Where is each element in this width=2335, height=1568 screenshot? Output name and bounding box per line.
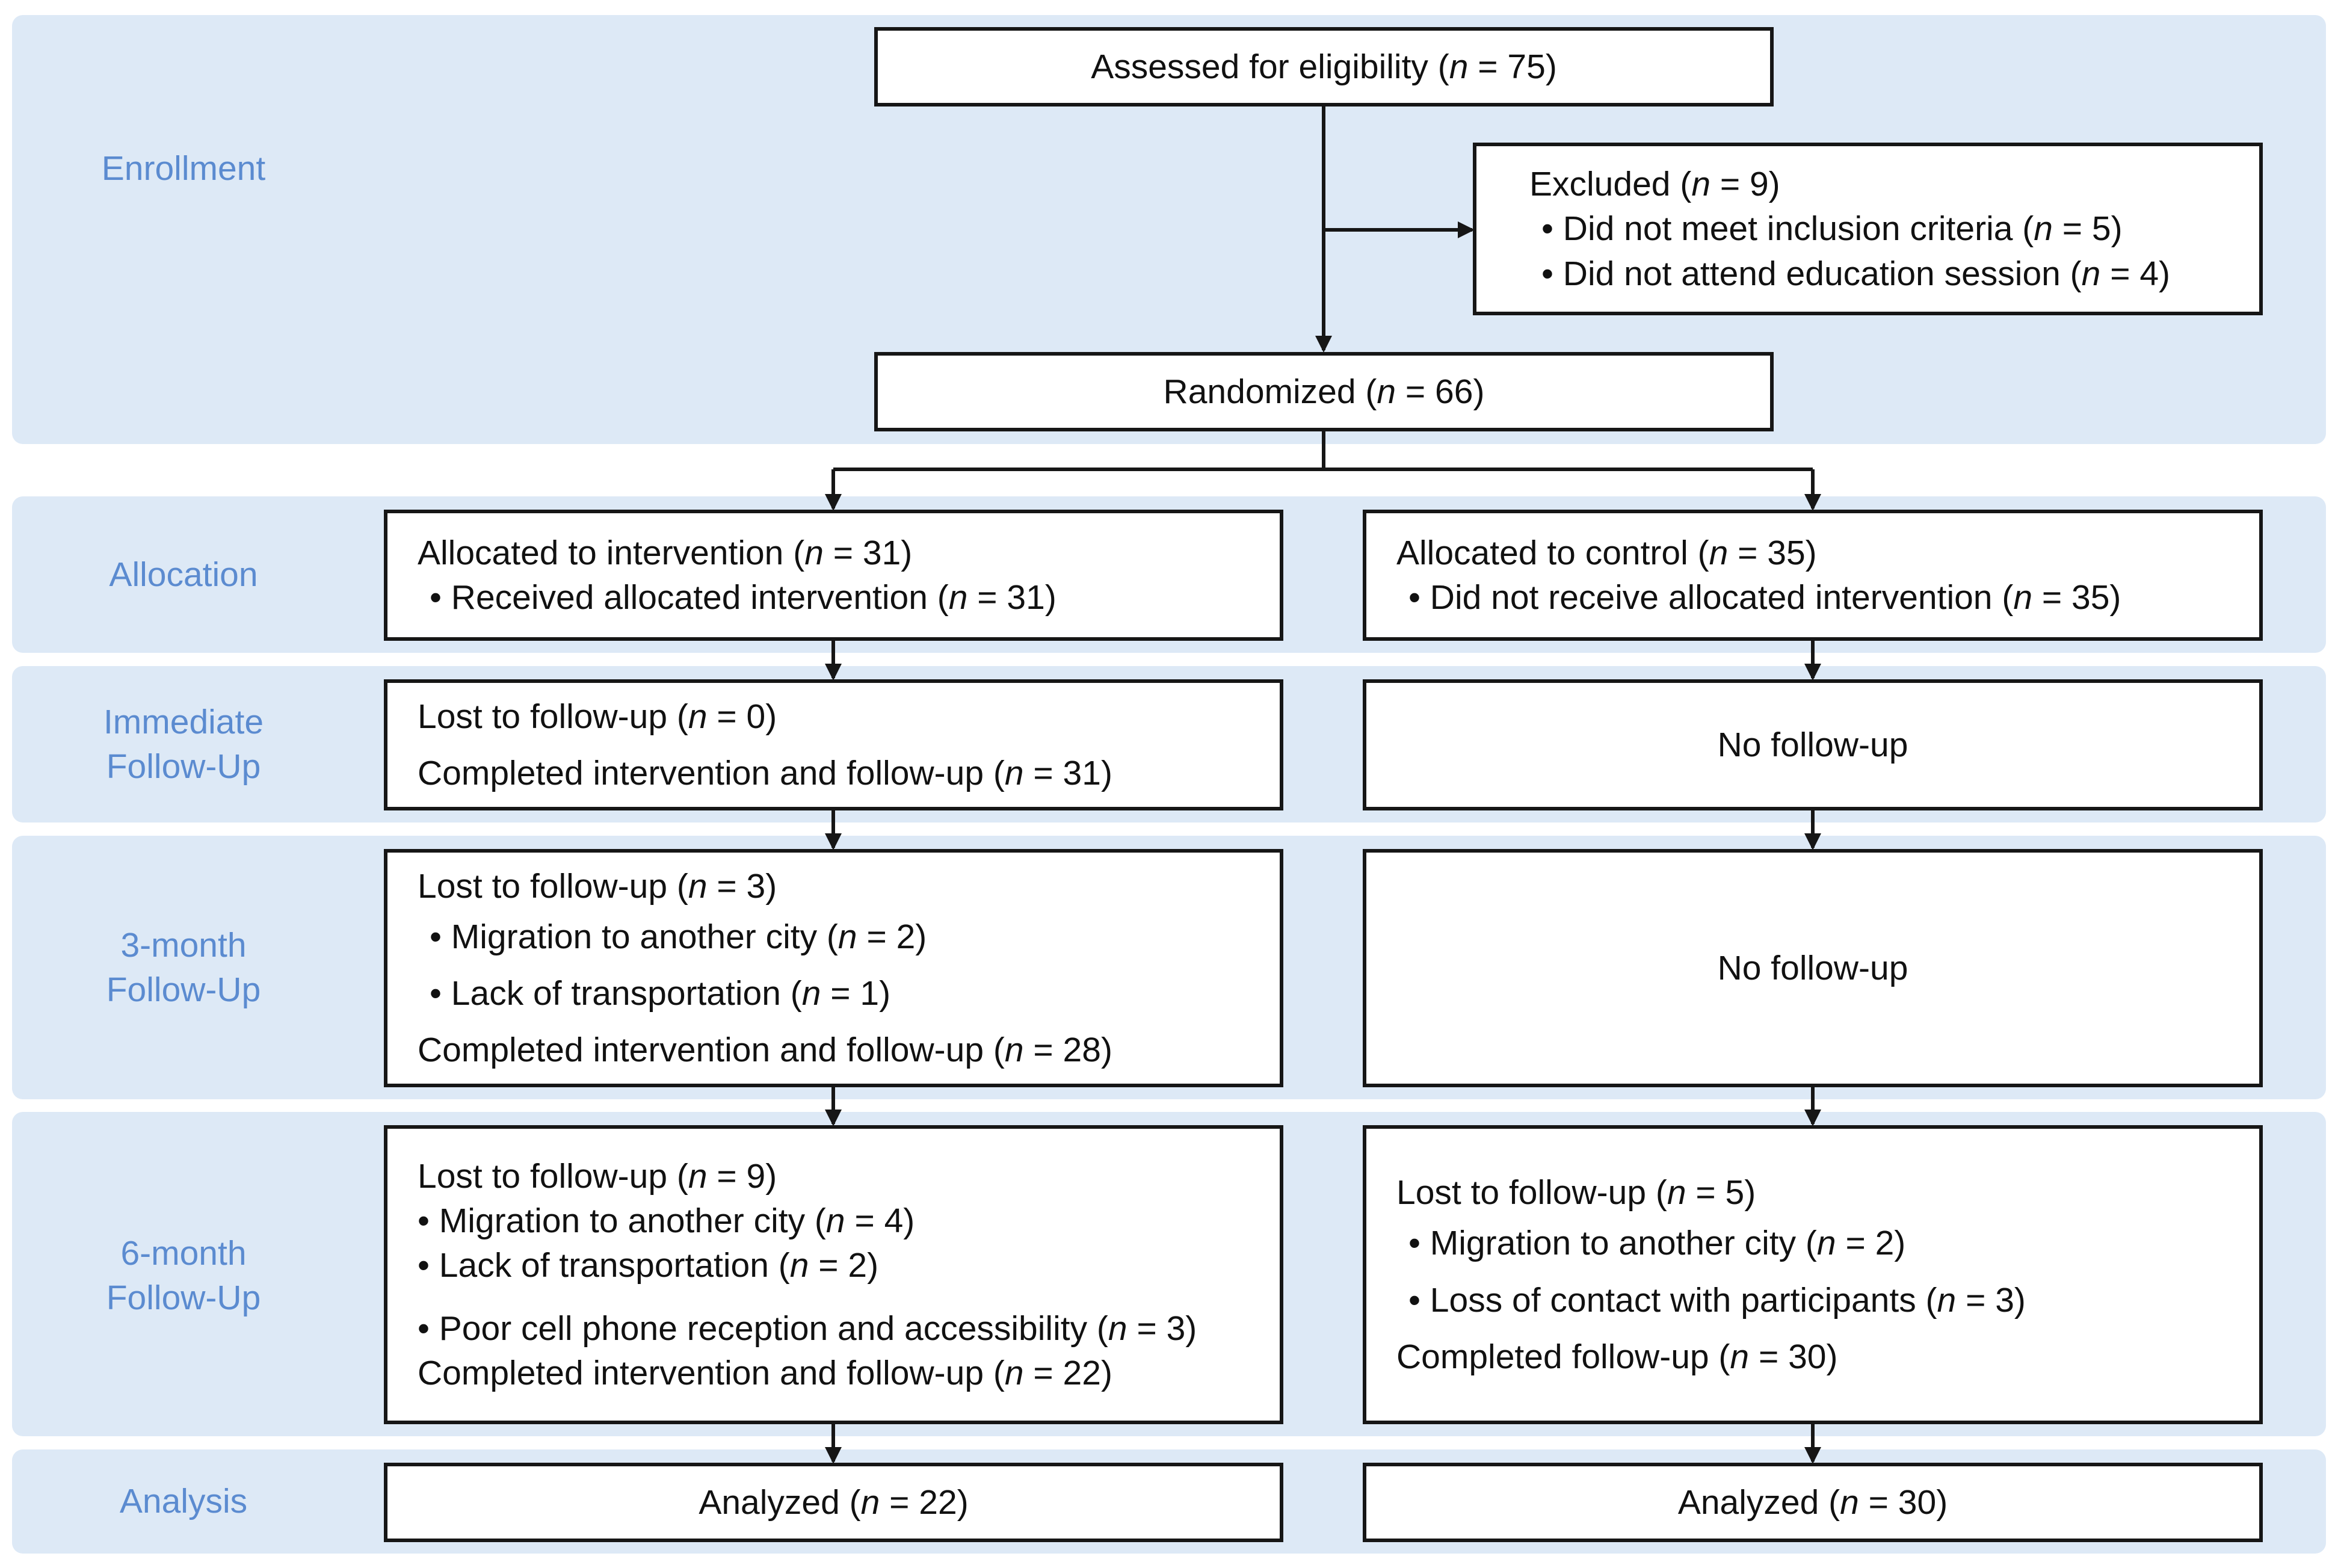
assessed-box: Assessed for eligibility (n = 75) xyxy=(874,27,1774,106)
intervention-three-month-box: Lost to follow-up (n = 3) • Migration to… xyxy=(384,849,1283,1087)
intervention-three-month-item: • Lack of transportation (n = 1) xyxy=(430,974,891,1013)
control-six-month-item: • Migration to another city (n = 2) xyxy=(1408,1224,1906,1263)
excluded-title: Excluded (n = 9) xyxy=(1529,165,1780,204)
stage-label-three-month-line-1: 3-month xyxy=(120,925,247,965)
control-six-month-item: • Loss of contact with participants (n =… xyxy=(1408,1280,2026,1320)
control-three-month-text: No follow-up xyxy=(1717,948,1908,987)
control-three-month-box: No follow-up xyxy=(1363,849,2263,1087)
excluded-box: Excluded (n = 9) • Did not meet inclusio… xyxy=(1473,143,2263,315)
intervention-six-month-item: • Lack of transportation (n = 2) xyxy=(418,1246,879,1285)
intervention-immediate-lost: Lost to follow-up (n = 0) xyxy=(418,697,777,736)
stage-label-six-month-followup: 6-month Follow-Up xyxy=(12,1215,355,1336)
stage-label-analysis: Analysis xyxy=(12,1471,355,1531)
stage-label-allocation-text: Allocation xyxy=(109,555,258,594)
stage-label-analysis-text: Analysis xyxy=(119,1481,248,1520)
stage-label-allocation: Allocation xyxy=(12,545,355,605)
assessed-text: Assessed for eligibility (n = 75) xyxy=(1091,47,1557,86)
control-six-month-box: Lost to follow-up (n = 5) • Migration to… xyxy=(1363,1125,2263,1424)
stage-label-six-month-line-1: 6-month xyxy=(120,1233,247,1273)
intervention-immediate-box: Lost to follow-up (n = 0) Completed inte… xyxy=(384,679,1283,810)
control-analysis-box: Analyzed (n = 30) xyxy=(1363,1463,2263,1542)
excluded-item: • Did not attend education session (n = … xyxy=(1541,254,2171,293)
stage-label-six-month-line-2: Follow-Up xyxy=(106,1279,261,1317)
intervention-six-month-box: Lost to follow-up (n = 9) • Migration to… xyxy=(384,1125,1283,1424)
stage-label-three-month-followup: 3-month Follow-Up xyxy=(12,907,355,1028)
control-allocation-item: • Did not receive allocated intervention… xyxy=(1408,578,2121,617)
control-six-month-lost: Lost to follow-up (n = 5) xyxy=(1396,1173,1756,1212)
control-allocation-title: Allocated to control (n = 35) xyxy=(1396,533,1817,572)
control-immediate-text: No follow-up xyxy=(1717,725,1908,764)
intervention-allocation-title: Allocated to intervention (n = 31) xyxy=(418,533,913,572)
intervention-six-month-item: • Poor cell phone reception and accessib… xyxy=(418,1309,1197,1348)
control-allocation-box: Allocated to control (n = 35) • Did not … xyxy=(1363,510,2263,641)
stage-label-enrollment: Enrollment xyxy=(12,138,355,199)
control-six-month-completed: Completed follow-up (n = 30) xyxy=(1396,1337,1838,1376)
excluded-item: • Did not meet inclusion criteria (n = 5… xyxy=(1541,209,2123,248)
intervention-allocation-box: Allocated to intervention (n = 31) • Rec… xyxy=(384,510,1283,641)
randomized-box: Randomized (n = 66) xyxy=(874,352,1774,431)
intervention-three-month-completed: Completed intervention and follow-up (n … xyxy=(418,1031,1112,1070)
stage-label-immediate-followup: Immediate Follow-Up xyxy=(12,684,355,804)
intervention-three-month-lost: Lost to follow-up (n = 3) xyxy=(418,866,777,906)
intervention-allocation-item: • Received allocated intervention (n = 3… xyxy=(430,578,1056,617)
intervention-six-month-completed: Completed intervention and follow-up (n … xyxy=(418,1353,1112,1392)
stage-label-immediate-line-1: Immediate xyxy=(103,702,264,741)
intervention-six-month-item: • Migration to another city (n = 4) xyxy=(418,1202,915,1241)
intervention-analysis-box: Analyzed (n = 22) xyxy=(384,1463,1283,1542)
control-immediate-box: No follow-up xyxy=(1363,679,2263,810)
intervention-immediate-completed: Completed intervention and follow-up (n … xyxy=(418,754,1112,792)
stage-label-enrollment-text: Enrollment xyxy=(101,149,266,188)
stage-label-immediate-line-2: Follow-Up xyxy=(106,747,261,786)
randomized-text: Randomized (n = 66) xyxy=(1163,372,1485,411)
intervention-analysis-text: Analyzed (n = 22) xyxy=(699,1483,969,1522)
control-analysis-text: Analyzed (n = 30) xyxy=(1677,1483,1948,1522)
intervention-three-month-item: • Migration to another city (n = 2) xyxy=(430,917,927,956)
intervention-six-month-lost: Lost to follow-up (n = 9) xyxy=(418,1157,777,1196)
stage-label-three-month-line-2: Follow-Up xyxy=(106,971,261,1009)
